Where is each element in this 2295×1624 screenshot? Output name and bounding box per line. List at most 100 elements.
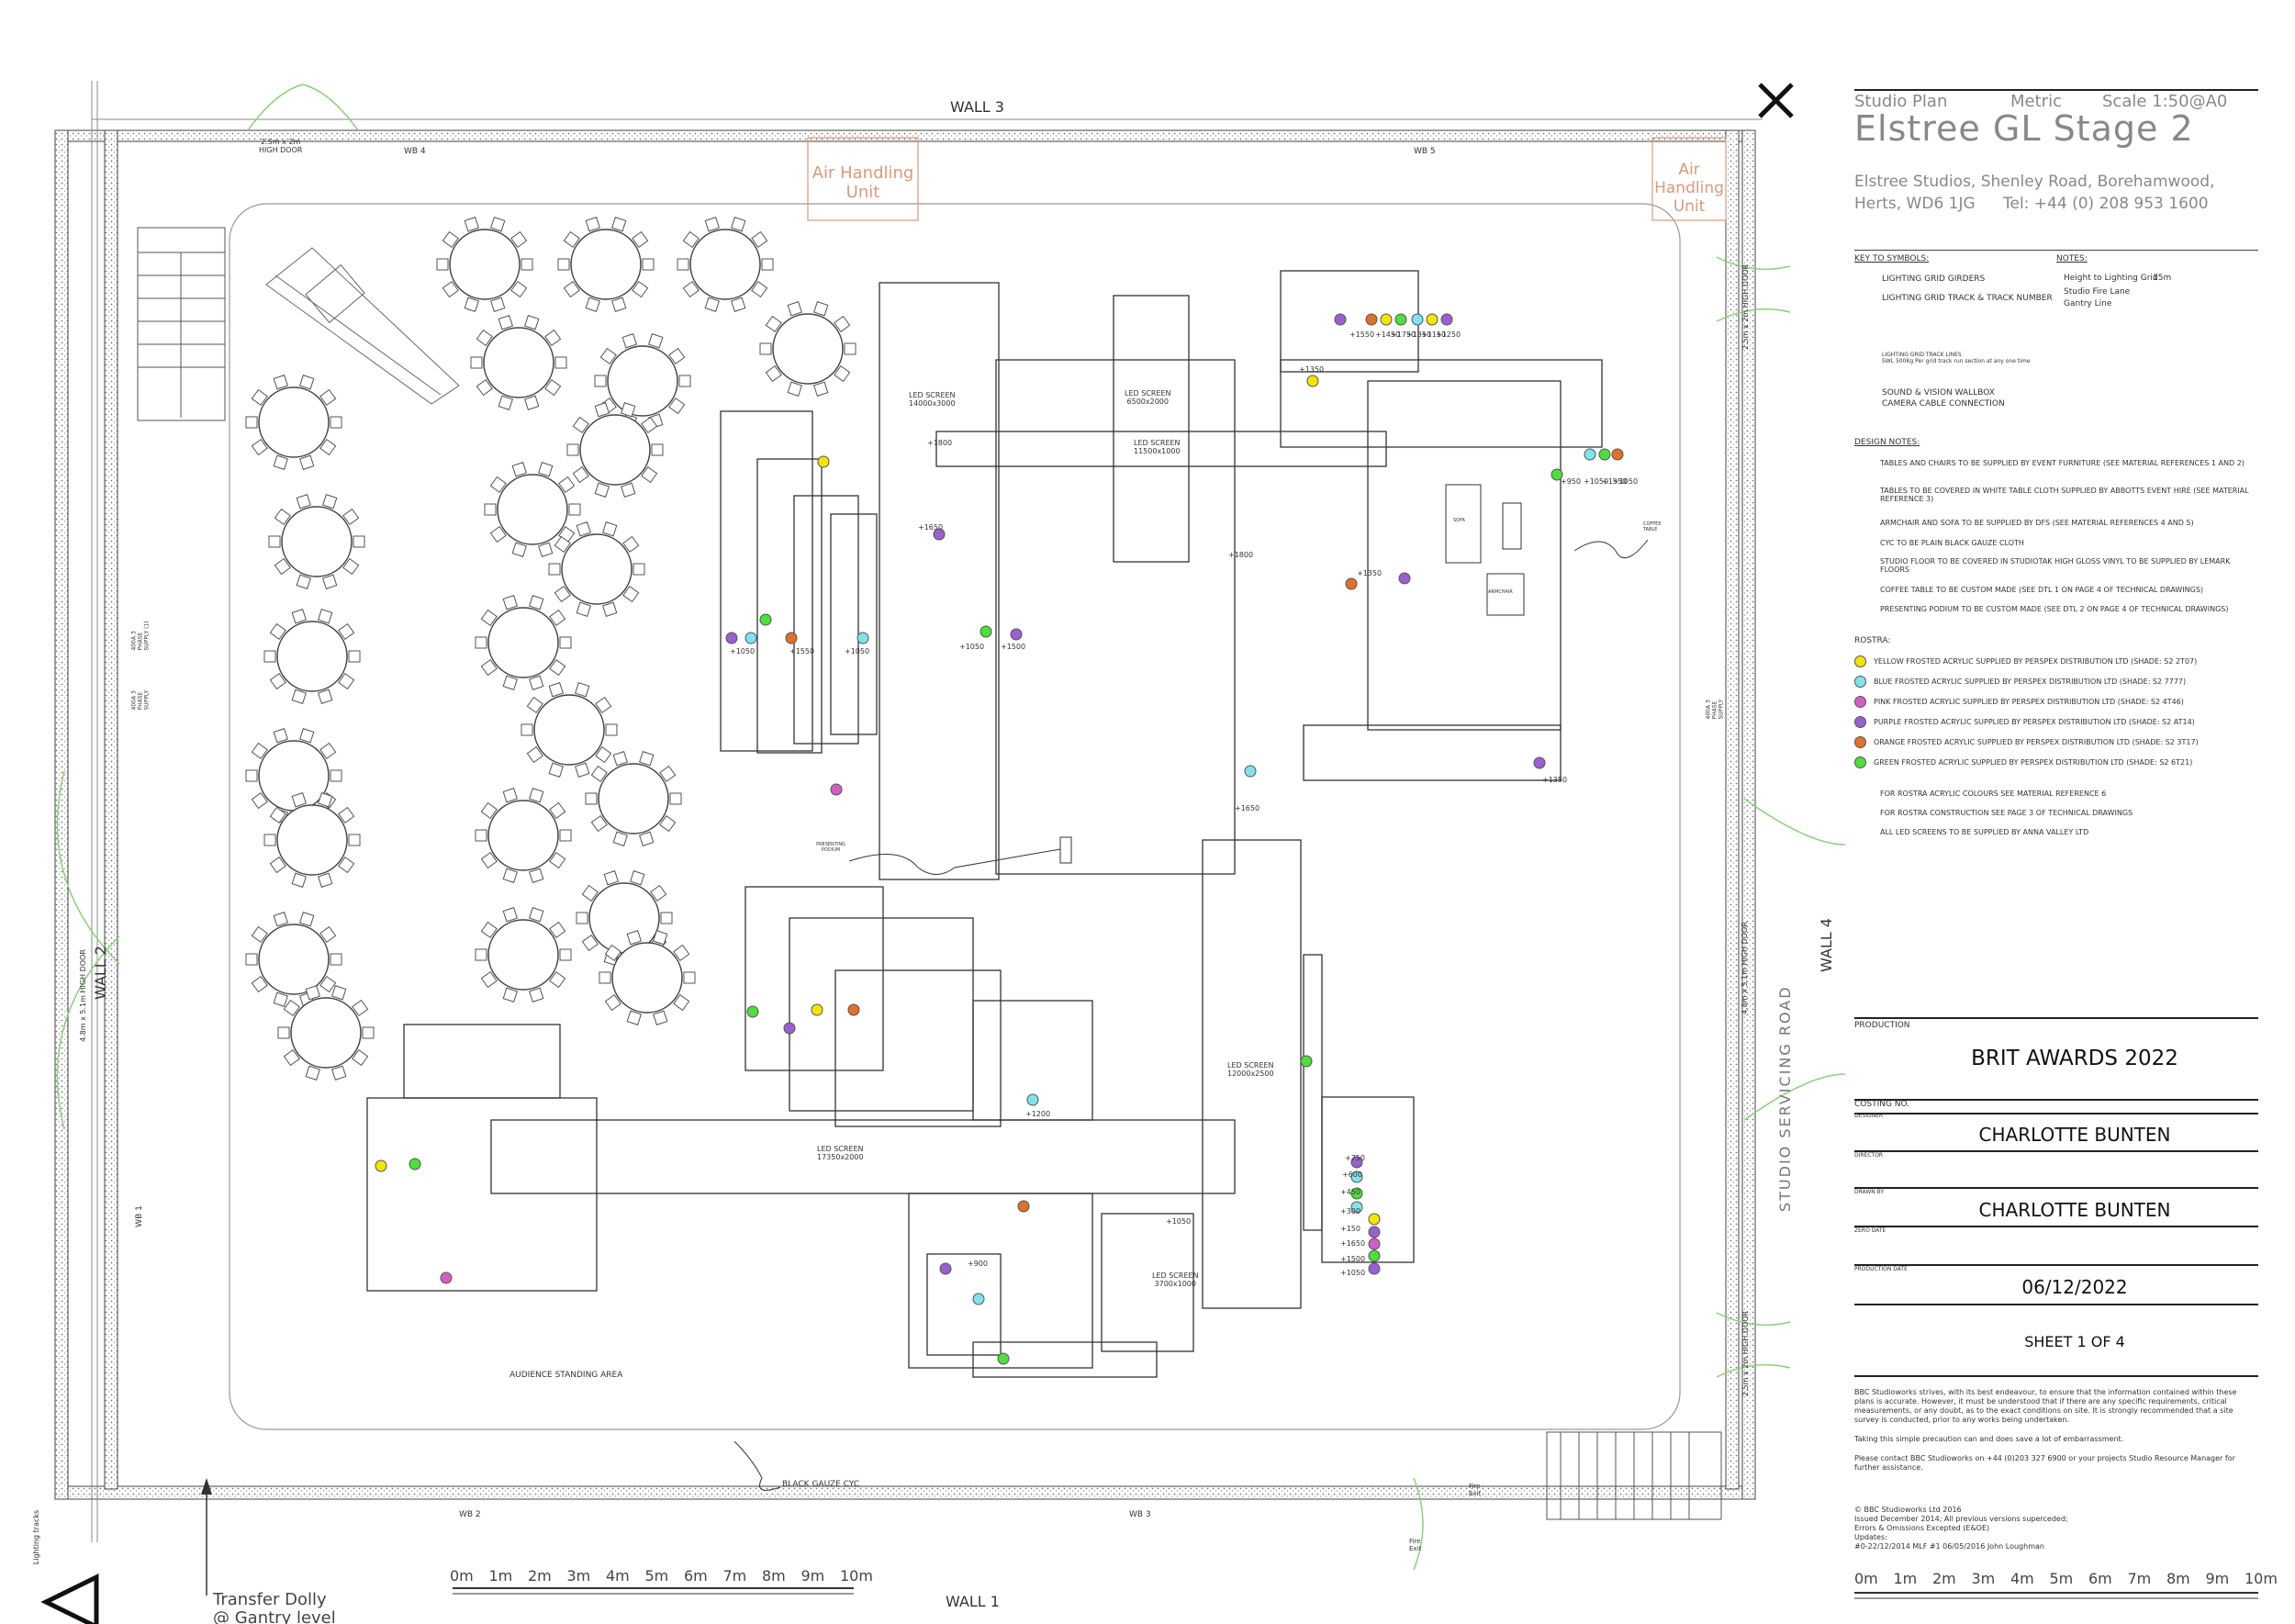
rostra-dot (1306, 375, 1319, 387)
table-with-chairs (263, 792, 361, 888)
studio-plan-label: Studio Plan (1854, 92, 1948, 111)
table-with-chairs (277, 985, 375, 1081)
design-note: TABLES TO BE COVERED IN WHITE TABLE CLOT… (1880, 487, 2249, 503)
height-label: +1050 (845, 647, 870, 655)
metric-label: Metric (2010, 92, 2062, 111)
color-swatch-icon (1854, 736, 1866, 748)
production-date-label: PRODUCTION DATE (1854, 1266, 1908, 1272)
rostra-dot (759, 613, 772, 626)
scale-tick-label: 7m (2127, 1570, 2152, 1587)
design-notes-heading: DESIGN NOTES: (1854, 438, 1920, 447)
height-label: +1650 (918, 523, 944, 532)
scale-bar-plan (453, 1587, 854, 1595)
scale-tick-label: 9m (800, 1567, 825, 1585)
height-label: +150 (1340, 1225, 1360, 1233)
key-item-1: LIGHTING GRID GIRDERS (1882, 274, 1986, 284)
rostra-markers (375, 313, 1624, 1365)
armchair-label: ARMCHAIR (1488, 589, 1513, 595)
height-label: +1650 (1235, 804, 1260, 812)
table-with-chairs (759, 301, 856, 397)
table-with-chairs (436, 217, 533, 312)
height-label: +1550 (789, 647, 815, 655)
height-label: +1500 (1340, 1255, 1366, 1263)
scale-tick-label: 6m (2088, 1570, 2112, 1587)
height-label: +450 (1340, 1188, 1360, 1196)
scale-tick-label: 7m (722, 1567, 747, 1585)
rostra-dot (1411, 313, 1424, 326)
design-note: COFFEE TABLE TO BE CUSTOM MADE (SEE DTL … (1880, 586, 2204, 594)
round-tables (245, 217, 856, 1081)
door-left-label: 4.8m x 5.1m HIGH DOOR (78, 949, 87, 1042)
height-label: +1500 (1001, 643, 1026, 651)
rostra-note: FOR ROSTRA CONSTRUCTION SEE PAGE 3 OF TE… (1880, 809, 2133, 817)
power-supply-1-label: 400A 3 PHASE SUPPLY (1) (130, 621, 151, 651)
table-with-chairs (475, 907, 572, 1002)
rostra-dot (375, 1159, 387, 1172)
rostra-dot (1026, 1093, 1039, 1106)
height-label: +300 (1340, 1207, 1360, 1215)
scale-tick-label: 0m (450, 1567, 474, 1585)
scale-label: Scale 1:50@A0 (2102, 92, 2228, 111)
table-with-chairs (557, 217, 655, 312)
rostra-dot (1598, 448, 1611, 461)
door-right-label: 4.8m x 5.1m HIGH DOOR (1740, 922, 1749, 1014)
rostra-heading: ROSTRA: (1854, 636, 1891, 645)
table-with-chairs (594, 333, 691, 429)
rostra-dot (409, 1158, 421, 1170)
scale-tick-label: 8m (762, 1567, 786, 1585)
rostra-dot (933, 528, 946, 541)
scale-tick-label: 9m (2205, 1570, 2230, 1587)
notes-item-2: Studio Fire Lane (2064, 287, 2131, 297)
black-gauze-cyc-label: BLACK GAUZE CYC (782, 1480, 860, 1489)
height-label: +1800 (1228, 551, 1254, 559)
table-with-chairs (677, 217, 774, 312)
tel: Tel: +44 (0) 208 953 1600 (2003, 195, 2209, 213)
table-with-chairs (263, 609, 361, 704)
wallbox-1-label: WB 1 (134, 1205, 144, 1227)
height-label: +1050 (1340, 1269, 1366, 1277)
rostra-dot (1365, 313, 1378, 326)
rostra-dot (1368, 1226, 1381, 1238)
door-right-bottom-label: 2.5m x 2m HIGH DOOR (1741, 1310, 1751, 1397)
table-with-chairs (585, 751, 682, 846)
rostra-dot (725, 632, 738, 644)
color-swatch-icon (1854, 655, 1866, 667)
rostra-dot (1533, 756, 1546, 769)
disclaimer-1: BBC Studioworks strives, with its best e… (1854, 1388, 2237, 1424)
designer-value: CHARLOTTE BUNTEN (1978, 1124, 2171, 1146)
rostra-dot (744, 632, 757, 644)
scale-tick-label: 4m (2010, 1570, 2034, 1587)
zero-date-label: ZERO DATE (1854, 1227, 1886, 1234)
scale-tick-label: 10m (2245, 1570, 2278, 1587)
rostra-dot (817, 455, 830, 468)
height-label: +1050 (1613, 477, 1639, 486)
studio-servicing-road-label: STUDIO SERVICING ROAD (1776, 985, 1794, 1212)
design-note: ARMCHAIR AND SOFA TO BE SUPPLIED BY DFS … (1880, 519, 2194, 527)
air-handling-left-label: Air Handling Unit (812, 163, 914, 202)
color-swatch-icon (1854, 696, 1866, 708)
disclaimer-3: Please contact BBC Studioworks on +44 (0… (1854, 1454, 2235, 1472)
transfer-dolly-label: Transfer Dolly @ Gantry level (213, 1590, 336, 1624)
rostra-legend-item: YELLOW FROSTED ACRYLIC SUPPLIED BY PERSP… (1854, 655, 2197, 667)
rostra-note: ALL LED SCREENS TO BE SUPPLIED BY ANNA V… (1880, 828, 2089, 836)
color-swatch-icon (1854, 716, 1866, 728)
scale-tick-label: 2m (528, 1567, 552, 1585)
rostra-dot (746, 1005, 759, 1018)
audience-area-label: AUDIENCE STANDING AREA (509, 1371, 623, 1380)
stage-name: Elstree GL Stage 2 (1854, 108, 2194, 149)
rostra-dot (1350, 1187, 1363, 1200)
rostra-dot (1244, 765, 1257, 778)
key-item-4: SOUND & VISION WALLBOX (1882, 388, 1995, 398)
stairs-bottom-right (1546, 1431, 1722, 1520)
height-label: +1050 (730, 647, 756, 655)
rostra-dot (1368, 1249, 1381, 1262)
rostra-dot (1345, 577, 1358, 590)
rostra-legend-item: GREEN FROSTED ACRYLIC SUPPLIED BY PERSPE… (1854, 756, 2192, 768)
table-with-chairs (599, 930, 696, 1025)
designer-label: DESIGNER (1854, 1113, 1884, 1119)
issued: Issued December 2014; All previous versi… (1854, 1515, 2068, 1523)
scale-tick-label: 5m (2049, 1570, 2074, 1587)
